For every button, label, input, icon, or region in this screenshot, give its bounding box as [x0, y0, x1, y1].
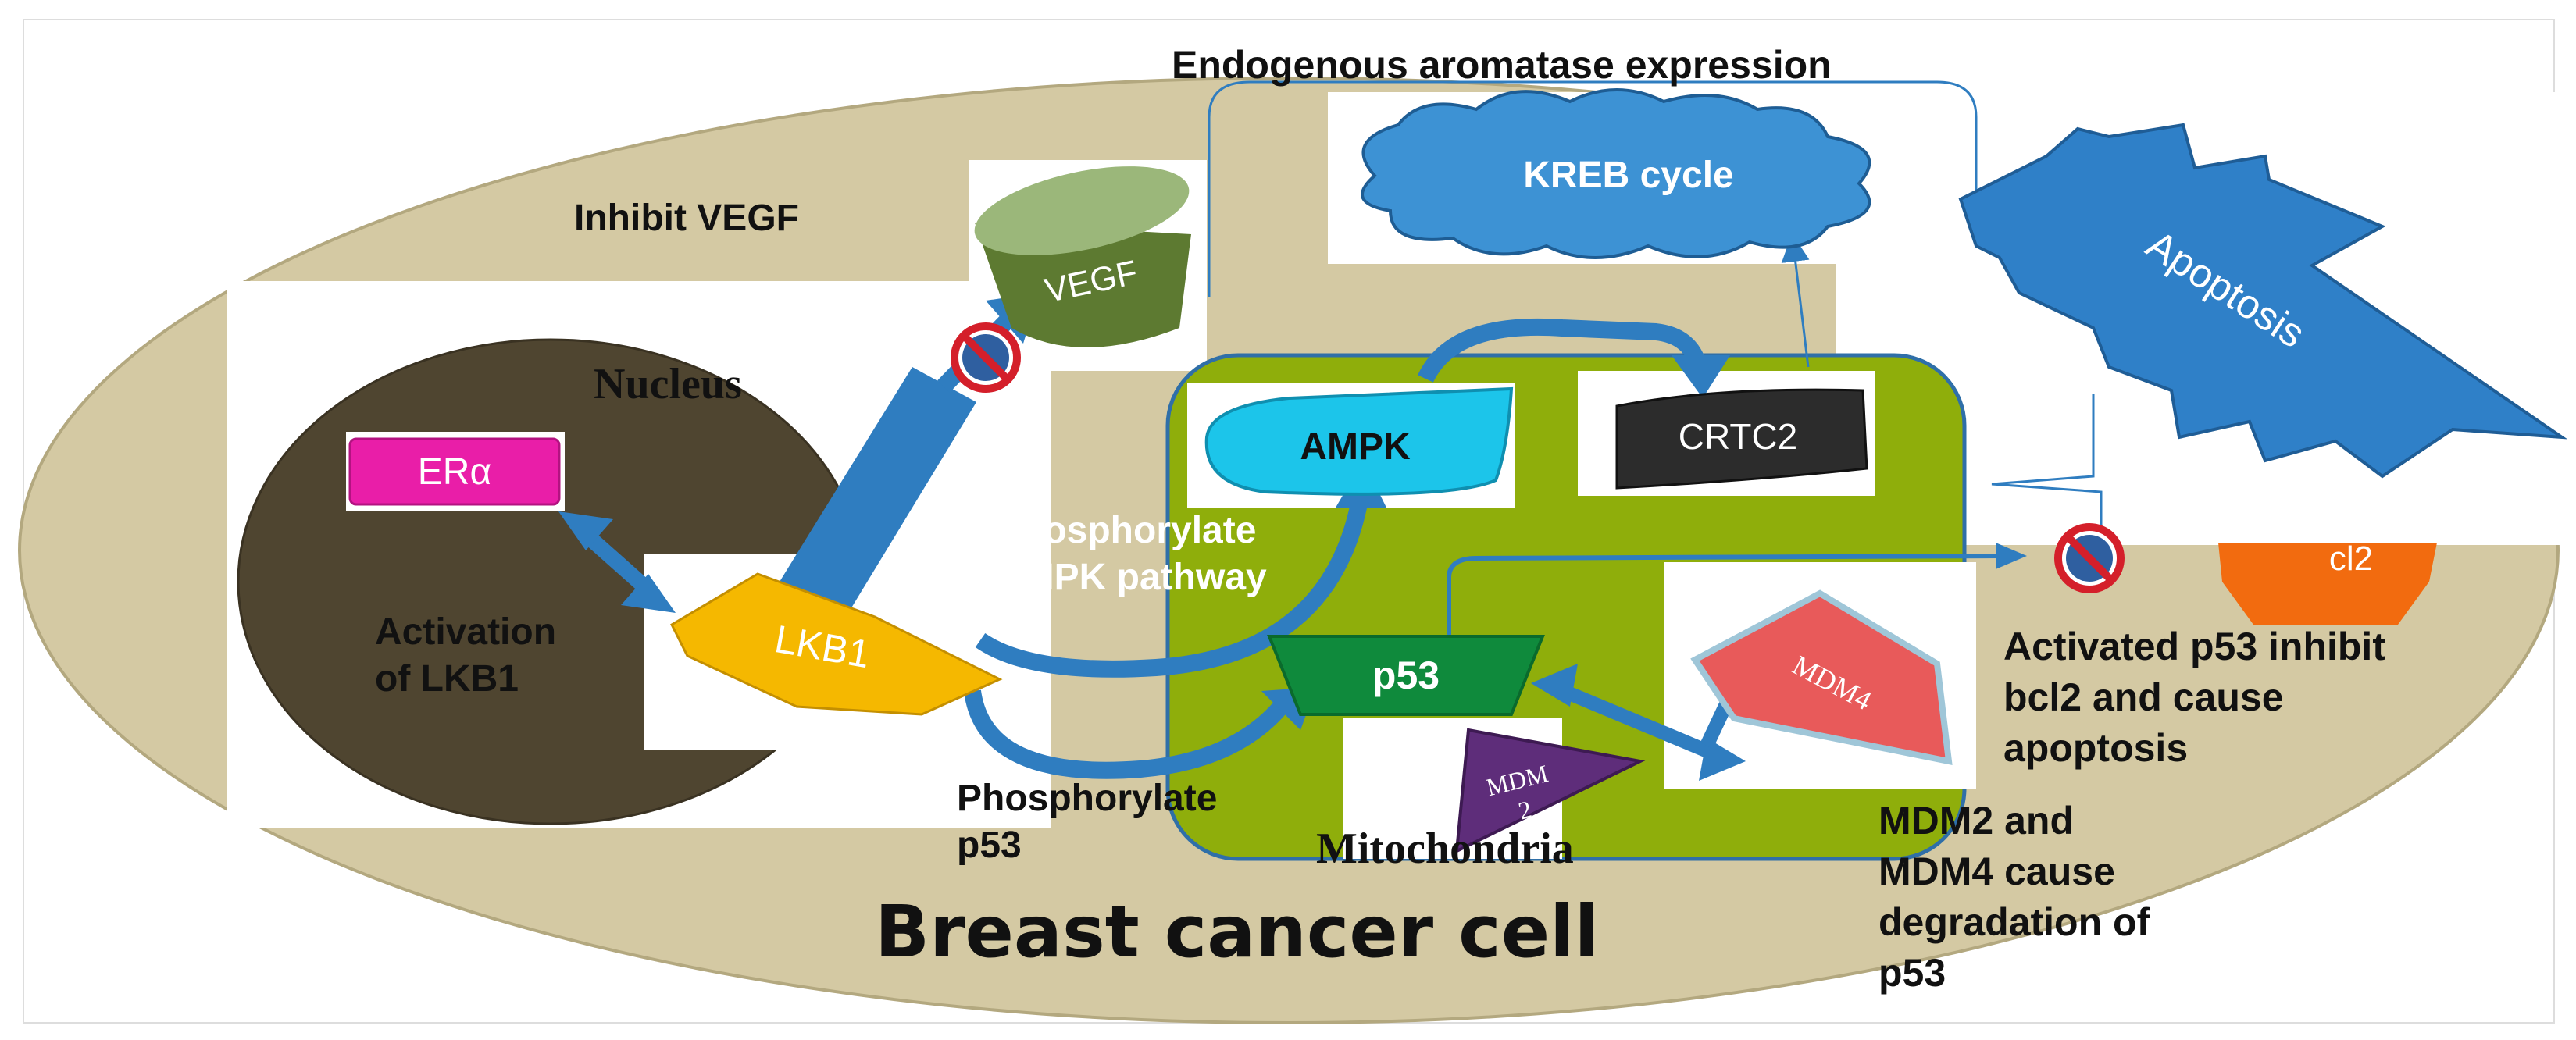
- aromatase-bracket-line: [1208, 80, 1978, 297]
- kreb-cycle-node[interactable]: KREB cycle: [1361, 88, 1871, 259]
- kreb-label: KREB cycle: [1523, 155, 1733, 196]
- crtc2-node[interactable]: CRTC2: [1615, 388, 1868, 490]
- p53-mdm-double-arrow: [1551, 680, 1725, 764]
- p53-node[interactable]: p53: [1267, 635, 1545, 716]
- nucleus-label: Nucleus: [594, 360, 742, 408]
- inhibit-vegf-label: Inhibit VEGF: [574, 198, 799, 239]
- breast-cancer-cell-label: Breast cancer cell: [875, 890, 1599, 974]
- activation-label-line1: Activation: [375, 611, 556, 653]
- p53-to-bcl2-line: [1447, 554, 2000, 636]
- vegf-inhibitor-icon: [951, 322, 1021, 393]
- phosphorylate-ampk-label-line1: Phosphorylate: [996, 510, 1256, 551]
- era-label: ERα: [418, 451, 491, 493]
- p53-inhibit-label-line3: apoptosis: [2003, 726, 2188, 770]
- era-lkb1-arrowhead-a: [558, 511, 613, 550]
- bcl2-label: cl2: [2329, 540, 2373, 578]
- p53-mdm-arrowhead-b: [1699, 738, 1746, 781]
- vegf-node[interactable]: VEGF: [967, 150, 1197, 347]
- mitochondria-label: Mitochondria: [1316, 825, 1574, 873]
- mdm-label-line1: MDM2 and: [1878, 799, 2074, 842]
- activation-label-line2: of LKB1: [375, 658, 519, 700]
- crtc2-label: CRTC2: [1679, 416, 1798, 457]
- ampk-node[interactable]: AMPK: [1204, 386, 1514, 496]
- era-lkb1-arrowhead-b: [621, 574, 676, 613]
- p53-to-bcl2-arrowhead: [1996, 543, 2027, 569]
- lkb1-node[interactable]: LKB1: [670, 572, 1003, 716]
- p53-inhibit-label-line2: bcl2 and cause: [2003, 675, 2284, 719]
- phosphorylate-p53-label-line1: Phosphorylate: [957, 778, 1217, 819]
- p53-mdm-arrowhead-a: [1531, 664, 1578, 707]
- ampk-label: AMPK: [1300, 426, 1411, 468]
- mdm-label-line4: p53: [1878, 951, 1946, 995]
- phosphorylate-p53-label-line2: p53: [957, 825, 1022, 866]
- apoptosis-link-line: [1991, 394, 2103, 539]
- p53-label: p53: [1372, 654, 1440, 697]
- ampk-to-crtc2-arrow: [1418, 318, 1707, 383]
- p53-inhibit-label-line1: Activated p53 inhibit: [2003, 625, 2385, 668]
- mdm2-node[interactable]: MDM 2: [1454, 728, 1646, 854]
- era-node[interactable]: ERα: [346, 432, 565, 511]
- mdm-label-line3: degradation of: [1878, 900, 2150, 944]
- mdm-label-line2: MDM4 cause: [1878, 849, 2115, 893]
- lkb1-to-vegf-bar: [777, 367, 976, 621]
- ampk-to-crtc2-arrowhead: [1672, 355, 1730, 398]
- mdm4-node[interactable]: MDM4: [1690, 589, 1953, 766]
- crtc2-to-kreb-arrow: [1781, 233, 1810, 368]
- apoptosis-node[interactable]: Apoptosis: [1958, 123, 2568, 479]
- lkb1-to-ampk-arrow: [975, 501, 1368, 678]
- endogenous-aromatase-label: Endogenous aromatase expression: [1172, 43, 1832, 87]
- phosphorylate-ampk-label-line2: AMPK pathway: [996, 557, 1267, 598]
- lkb1-to-p53-arrow: [964, 689, 1288, 779]
- bcl2-node[interactable]: cl2: [2218, 540, 2437, 625]
- bcl2-inhibitor-icon: [2054, 523, 2125, 593]
